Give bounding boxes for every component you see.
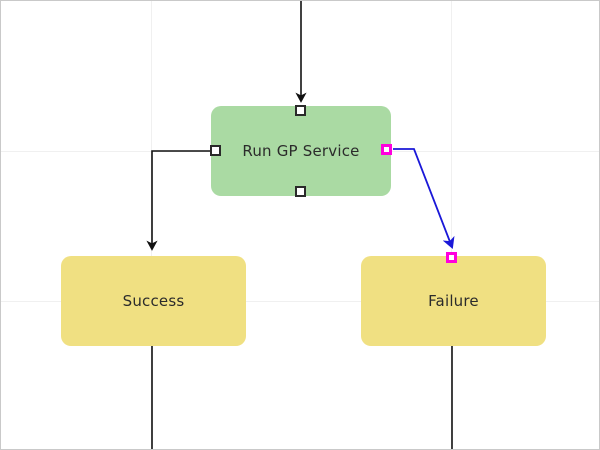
port-run-gp-top[interactable] [295, 105, 306, 116]
port-run-gp-left[interactable] [210, 145, 221, 156]
port-failure-top[interactable] [446, 252, 457, 263]
node-success[interactable]: Success [61, 256, 246, 346]
node-label-failure: Failure [428, 292, 479, 310]
node-failure[interactable]: Failure [361, 256, 546, 346]
port-run-gp-bottom[interactable] [295, 186, 306, 197]
node-label-success: Success [122, 292, 185, 310]
port-run-gp-right[interactable] [381, 144, 392, 155]
node-label-run-gp-service: Run GP Service [242, 142, 360, 160]
edge-run-gp-to-failure[interactable] [393, 148, 455, 249]
node-run-gp-service[interactable]: Run GP Service [211, 106, 391, 196]
edge-run-gp-to-success[interactable] [146, 150, 211, 251]
